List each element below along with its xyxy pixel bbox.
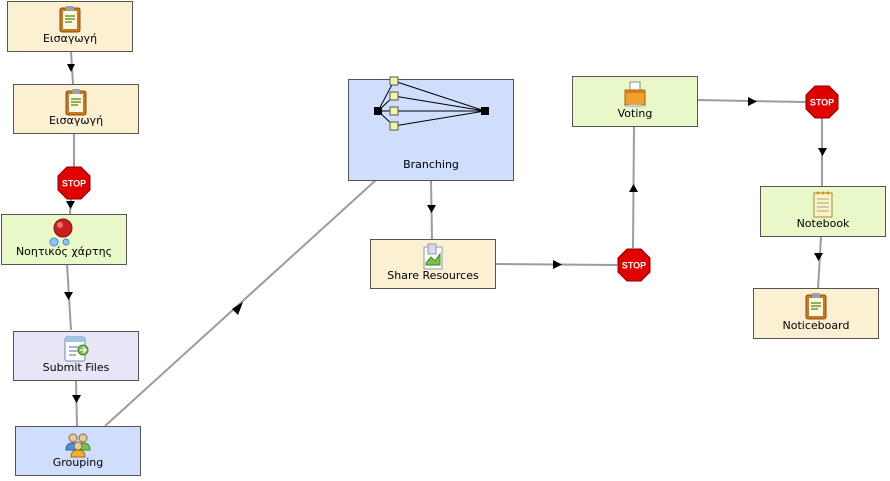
ballot-box-icon (624, 81, 646, 108)
activity-share-resources[interactable]: Share Resources (370, 239, 496, 289)
arrow-head (64, 292, 73, 300)
stop-gate[interactable]: STOP (57, 166, 91, 200)
activity-notebook[interactable]: Notebook (760, 186, 886, 237)
activity-label: Noticeboard (782, 319, 850, 332)
activity-label: Share Resources (387, 269, 479, 282)
arrow-head (814, 253, 823, 261)
activity-label: Νοητικός χάρτης (15, 245, 113, 258)
activity-submit-files[interactable]: Submit Files (13, 331, 139, 381)
activity-voting[interactable]: Voting (572, 76, 698, 127)
clipboard-icon (805, 293, 827, 320)
activity-branching[interactable]: Branching (348, 76, 514, 181)
activity-intro-2[interactable]: Εισαγωγή (13, 84, 139, 134)
notepad-icon (813, 191, 833, 218)
activity-label: Submit Files (42, 361, 110, 374)
arrow-head (553, 260, 562, 269)
arrow-head (72, 395, 81, 403)
stop-label: STOP (62, 179, 86, 189)
stop-label: STOP (810, 98, 834, 108)
activity-intro-1[interactable]: Εισαγωγή (7, 1, 133, 52)
arrow-head (818, 148, 827, 156)
resources-icon (423, 243, 443, 270)
activity-label: Grouping (52, 456, 104, 469)
stop-sign-icon: STOP (805, 85, 839, 119)
transition-line (104, 179, 377, 427)
arrow-head (232, 302, 243, 315)
transition-line (817, 236, 822, 290)
activity-label: Εισαγωγή (42, 32, 98, 45)
arrow-head (427, 205, 436, 213)
activity-label: Branching (403, 158, 459, 171)
bubbles-icon (49, 218, 73, 247)
transition-line (75, 380, 78, 427)
activity-label: Εισαγωγή (48, 114, 104, 127)
clipboard-icon (65, 89, 87, 116)
submit-files-icon (64, 336, 89, 362)
arrow-head (66, 201, 75, 209)
people-icon (65, 433, 91, 458)
stop-gate[interactable]: STOP (617, 248, 651, 282)
arrow-head (748, 97, 757, 106)
stop-sign-icon: STOP (57, 166, 91, 200)
activity-mindmap[interactable]: Νοητικός χάρτης (1, 214, 127, 265)
arrow-head (67, 64, 75, 72)
activity-grouping[interactable]: Grouping (15, 426, 141, 476)
activity-label: Voting (617, 107, 653, 120)
stop-gate[interactable]: STOP (805, 85, 839, 119)
stop-label: STOP (622, 261, 646, 271)
activity-noticeboard[interactable]: Noticeboard (753, 288, 879, 339)
clipboard-icon (59, 6, 81, 33)
stop-sign-icon: STOP (617, 248, 651, 282)
activity-label: Notebook (796, 217, 850, 230)
branching-icon (374, 76, 489, 131)
arrow-head (629, 184, 638, 192)
